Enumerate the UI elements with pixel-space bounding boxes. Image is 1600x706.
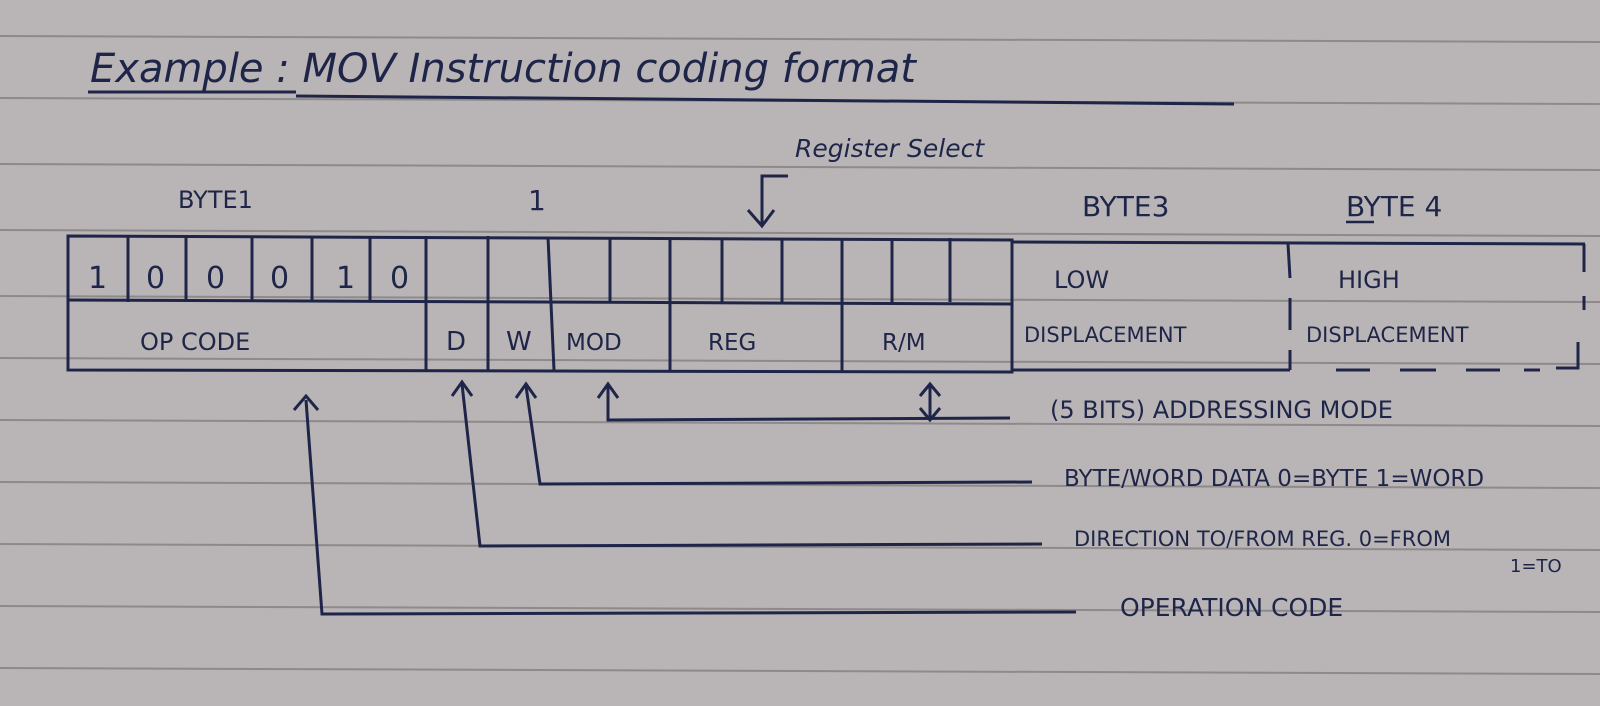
addressing-mode-connector: [606, 386, 1011, 422]
connectors: [292, 379, 1077, 616]
opcode-bit-1: 1: [88, 261, 107, 296]
field-w: W: [506, 327, 532, 357]
field-d: D: [446, 327, 466, 357]
register-select-arrow: [760, 174, 788, 224]
annotation-direction: DIRECTION TO/FROM REG. 0=FROM: [1074, 527, 1451, 551]
w-arrowhead: [514, 381, 538, 399]
rm-arrowhead-up: [918, 381, 942, 397]
opcode-bit-6: 0: [390, 261, 409, 296]
opcode-bit-2: 0: [146, 261, 165, 296]
field-reg: REG: [708, 330, 756, 356]
field-low-displacement: DISPLACEMENT: [1024, 323, 1187, 347]
diagram-title: Example : MOV Instruction coding format: [90, 46, 917, 92]
mod-arrowhead: [596, 381, 620, 399]
annotation-addressing-mode: (5 BITS) ADDRESSING MODE: [1050, 396, 1393, 424]
rm-arrowhead-down: [918, 407, 942, 423]
opcode-bit-3: 0: [206, 261, 225, 296]
opcode-arrowhead: [292, 393, 320, 411]
operation-code-connector: [304, 399, 1077, 616]
instruction-frame: [66, 234, 1014, 374]
opcode-bit-4: 0: [270, 261, 289, 296]
byte2-mark: 1: [528, 184, 546, 217]
annotation-direction-to: 1=TO: [1510, 556, 1562, 577]
d-arrowhead: [450, 379, 474, 397]
byte1-label: BYTE1: [178, 186, 253, 214]
opcode-bit-5: 1: [336, 261, 355, 296]
register-select-arrowhead: [746, 209, 776, 229]
field-low: LOW: [1054, 266, 1109, 294]
field-high-displacement: DISPLACEMENT: [1306, 323, 1469, 347]
byte-word-connector: [524, 385, 1033, 486]
opcode-bits: 1 0 0 0 1 0: [88, 261, 409, 296]
byte4-label: BYTE 4: [1346, 190, 1442, 223]
field-rm: R/M: [882, 330, 926, 356]
field-opcode: OP CODE: [140, 328, 250, 356]
annotation-operation-code: OPERATION CODE: [1120, 593, 1343, 622]
field-high: HIGH: [1338, 266, 1400, 294]
byte3-label: BYTE3: [1082, 190, 1169, 223]
annotation-byte-word: BYTE/WORD DATA 0=BYTE 1=WORD: [1064, 466, 1484, 492]
field-mod: MOD: [566, 330, 622, 356]
direction-connector: [460, 383, 1043, 548]
register-select-label: Register Select: [795, 134, 985, 163]
displacement-frame: [1011, 240, 1586, 372]
title-underline: [88, 90, 1235, 106]
